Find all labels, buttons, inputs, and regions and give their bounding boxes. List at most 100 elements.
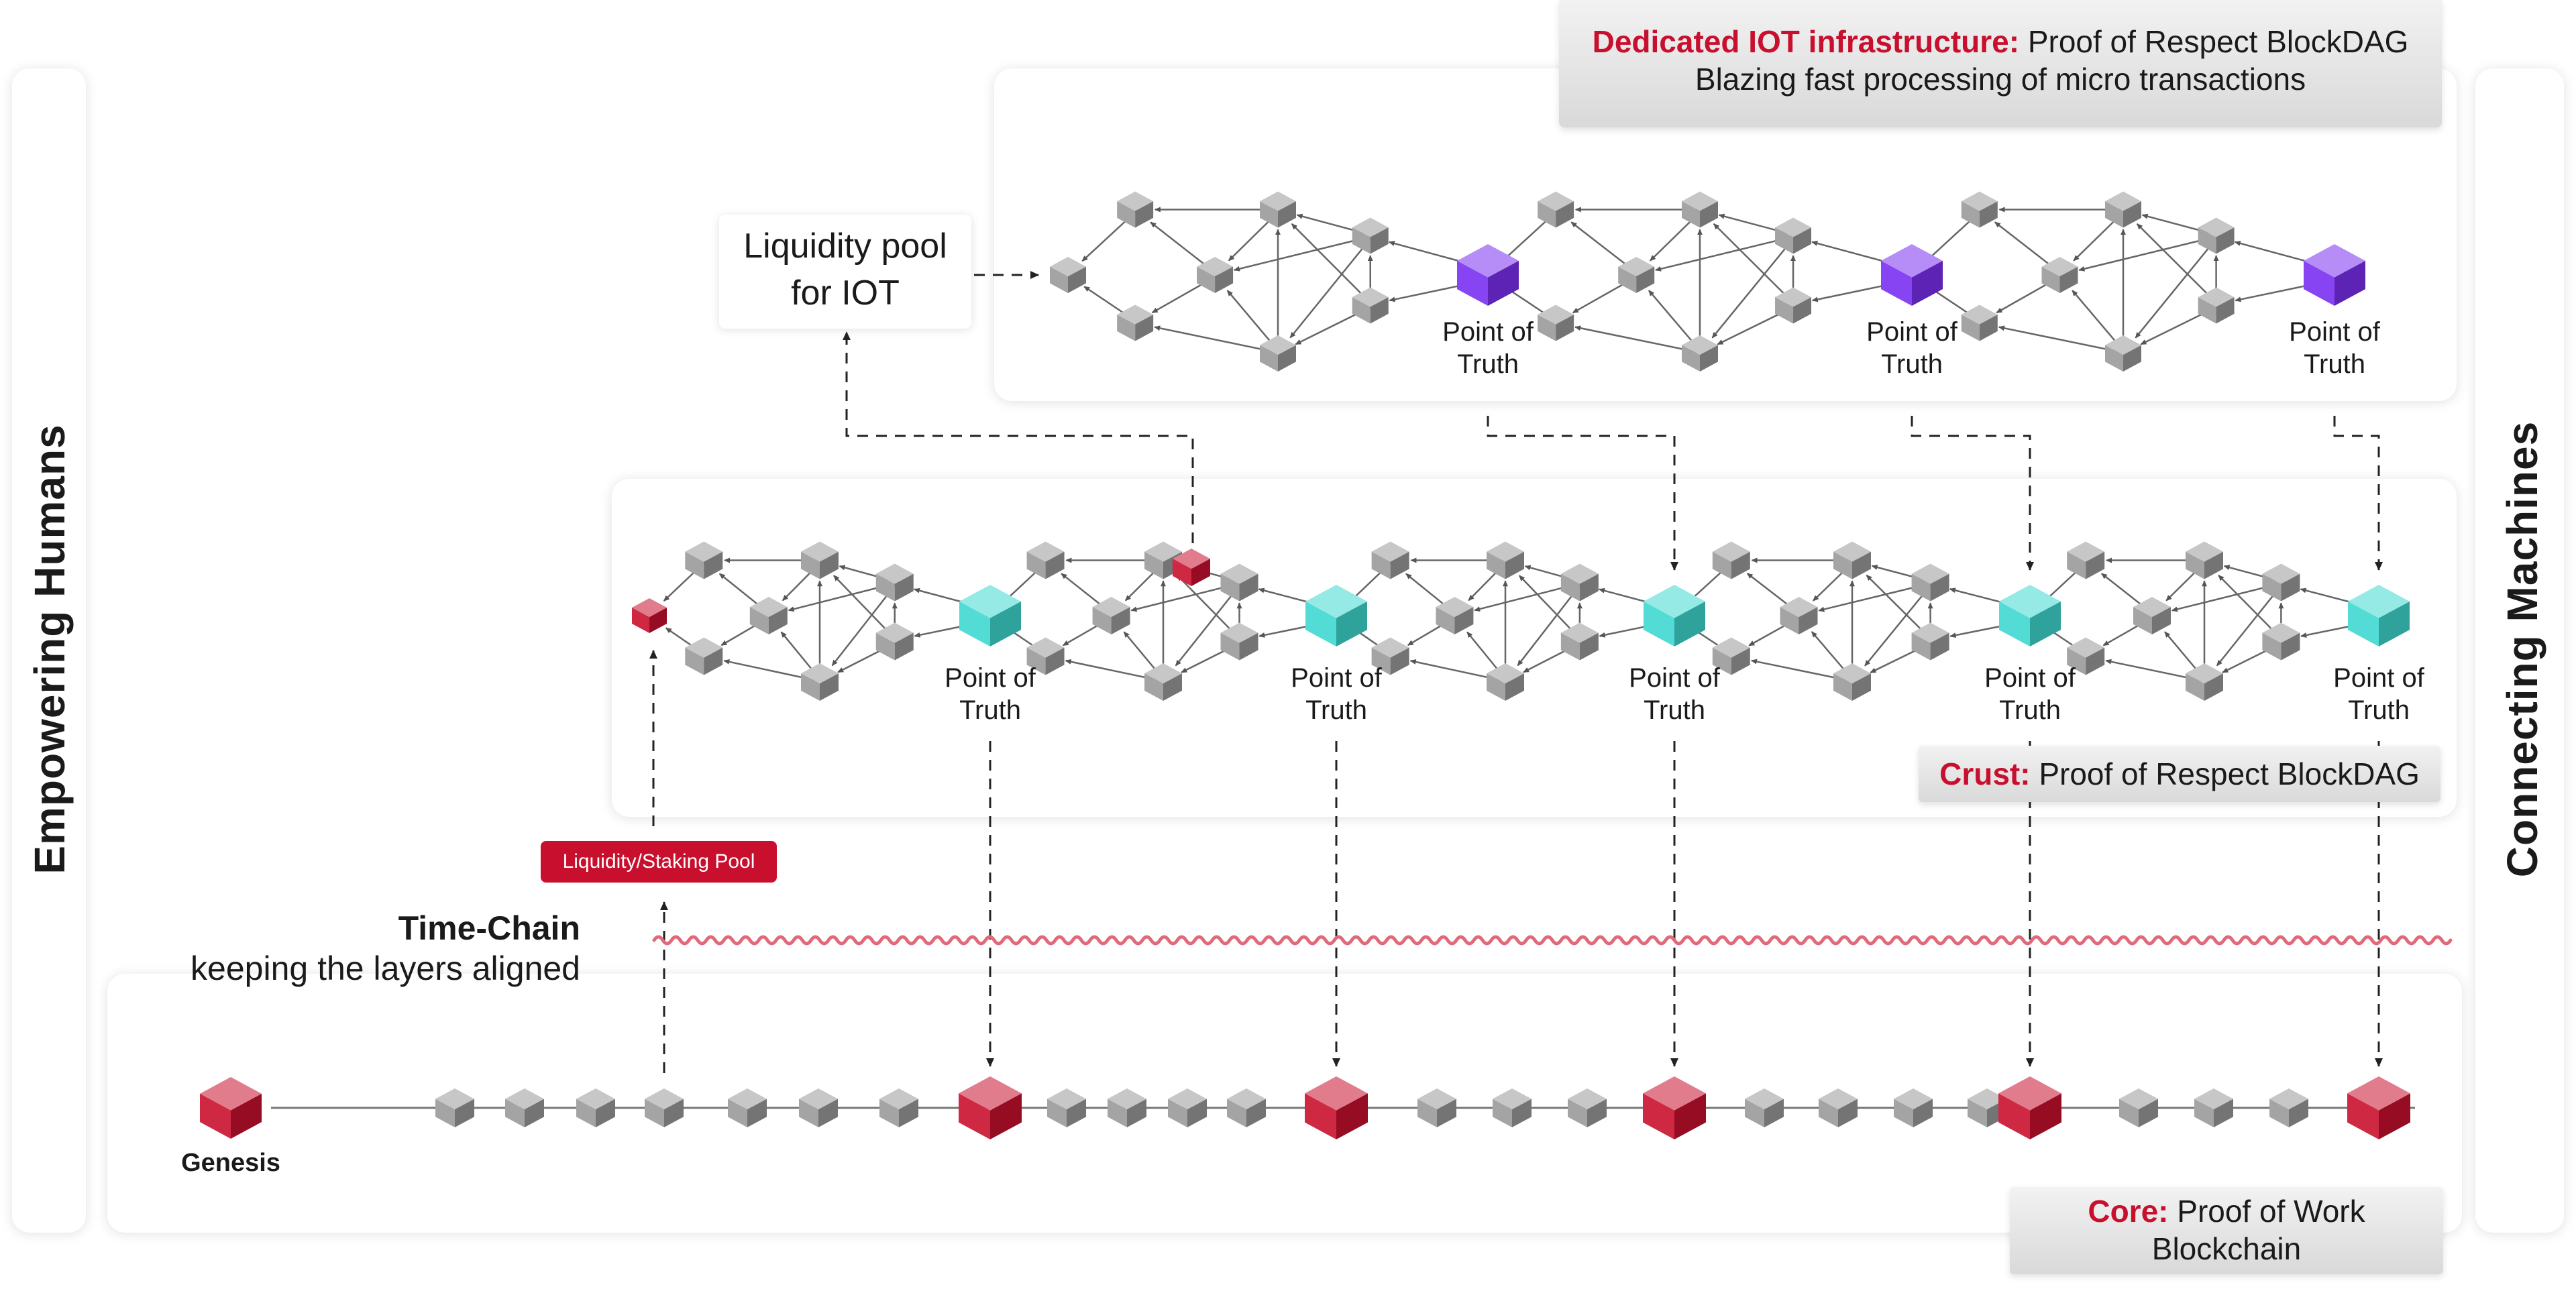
core-block: [799, 1088, 838, 1127]
crust-point-of-truth-block: [2348, 585, 2410, 646]
iot-label-line2: Blazing fast processing of micro transac…: [1695, 62, 2306, 97]
iot-layer-label: Dedicated IOT infrastructure: Proof of R…: [1559, 0, 2442, 127]
left-side-panel: [12, 68, 86, 1233]
iot-to-crust-connector: [1487, 416, 1678, 571]
iot-dag-block: [2198, 287, 2235, 324]
core-block: [1894, 1088, 1933, 1127]
crust-pool-block: [1173, 549, 1210, 586]
core-block: [1227, 1088, 1266, 1127]
core-anchor-block: [2347, 1076, 2410, 1139]
point-of-truth-line2: Truth: [1457, 349, 1519, 379]
crust-dag-block: [1487, 541, 1524, 579]
iot-dag-block: [1260, 191, 1296, 228]
crust-dag-block: [1220, 563, 1258, 602]
crust-label-accent: Crust:: [1939, 756, 2031, 791]
iot-point-of-truth-block: [1457, 244, 1519, 306]
iot-dag-edge: [1655, 235, 1798, 272]
core-block: [1108, 1088, 1146, 1127]
core-block: [728, 1088, 767, 1127]
crust-dag-block: [1092, 597, 1130, 634]
iot-dag-block: [2198, 217, 2235, 254]
crust-dag-block: [875, 622, 914, 661]
iot-dag-block: [1197, 257, 1234, 293]
iot-label-accent: Dedicated IOT infrastructure:: [1592, 24, 2020, 59]
crust-dag-block: [2186, 663, 2223, 701]
point-of-truth-line1: Point of: [1442, 317, 1534, 347]
point-of-truth-line1: Point of: [945, 663, 1036, 693]
iot-dag-block: [1775, 287, 1812, 324]
iot-dag-block: [1352, 217, 1389, 254]
iot-point-of-truth-block: [1881, 244, 1943, 306]
core-anchor-block: [959, 1076, 1022, 1139]
core-block: [1745, 1088, 1784, 1127]
crust-dag-block: [1560, 563, 1599, 602]
iot-dag-block: [1682, 191, 1718, 228]
iot-dag-block: [1260, 335, 1296, 372]
core-block: [1417, 1088, 1456, 1127]
iot-dag-edge: [2078, 235, 2220, 272]
point-of-truth-line2: Truth: [1305, 695, 1367, 725]
liquidity-pool-line1: Liquidity pool: [743, 227, 947, 266]
iot-dag-block: [2105, 191, 2141, 228]
crust-dag-block: [1911, 563, 1949, 602]
liquidity-pool-iot-box: Liquidity pool for IOT: [719, 215, 971, 329]
crust-dag-block: [2262, 622, 2300, 661]
time-chain-title: Time-Chain: [398, 909, 580, 947]
crust-dag-block: [1220, 622, 1258, 661]
crust-dag-block: [2067, 637, 2105, 675]
iot-dag-block: [2041, 257, 2078, 293]
crust-dag-block: [875, 563, 914, 602]
core-layer-label: Core: Proof of Work Blockchain: [2010, 1187, 2443, 1274]
point-of-truth-line1: Point of: [1866, 317, 1958, 347]
crust-dag-block: [1712, 541, 1750, 579]
point-of-truth-line1: Point of: [2289, 317, 2381, 347]
crust-dag-block: [1560, 622, 1599, 661]
iot-dag-edge: [2136, 223, 2220, 306]
core-block: [435, 1088, 474, 1127]
liquidity-pool-line2: for IOT: [791, 274, 900, 313]
iot-point-of-truth-block: [2304, 244, 2365, 306]
time-chain-subtitle: keeping the layers aligned: [191, 950, 580, 987]
crust-point-of-truth-block: [1305, 585, 1367, 646]
core-anchor-block: [1305, 1076, 1368, 1139]
point-of-truth-line1: Point of: [1291, 663, 1383, 693]
iot-dag-block: [1682, 335, 1718, 372]
iot-dag-edge: [1289, 235, 1374, 339]
point-of-truth-line2: Truth: [959, 695, 1021, 725]
crust-dag-block: [2186, 541, 2223, 579]
core-label-rest: Proof of Work: [2177, 1194, 2365, 1229]
crust-dag-block: [1911, 622, 1949, 661]
crust-dag-block: [1712, 637, 1750, 675]
iot-dag-edge: [1291, 223, 1374, 306]
crust-point-of-truth-block: [1644, 585, 1705, 646]
iot-dag-block: [1117, 191, 1154, 228]
genesis-block: [200, 1077, 262, 1139]
crust-point-of-truth-block: [1999, 585, 2061, 646]
iot-dag-edge: [1713, 223, 1797, 306]
iot-dag-block: [1352, 287, 1389, 324]
crust-dag-block: [1026, 637, 1065, 675]
iot-to-crust-connector: [1911, 416, 2034, 571]
crust-layer-label: Crust: Proof of Respect BlockDAG: [1919, 746, 2440, 802]
crust-dag-block: [2133, 597, 2171, 634]
core-block: [645, 1088, 684, 1127]
core-block: [576, 1088, 615, 1127]
crust-dag-block: [1436, 597, 1474, 634]
core-block: [505, 1088, 544, 1127]
crust-dag-block: [801, 541, 839, 579]
core-block: [2194, 1088, 2233, 1127]
iot-first-block: [1050, 257, 1086, 293]
crust-dag-block: [2067, 541, 2105, 579]
time-chain-label: Time-Chain keeping the layers aligned: [191, 908, 580, 989]
iot-label-rest: Proof of Respect BlockDAG: [2027, 24, 2409, 59]
right-side-panel: [2475, 68, 2564, 1233]
crust-dag-block: [1487, 663, 1524, 701]
core-block: [1819, 1088, 1858, 1127]
crust-dag-block: [685, 637, 723, 675]
